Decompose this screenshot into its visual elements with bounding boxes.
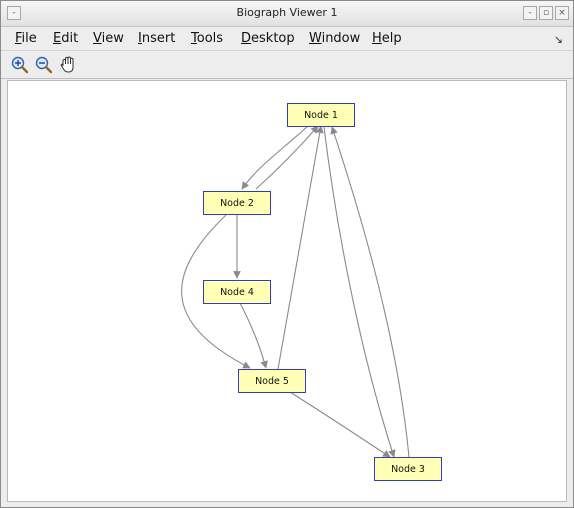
zoom-out-icon[interactable] — [34, 55, 54, 75]
graph-edges — [181, 125, 410, 458]
graph-node[interactable]: Node 1 — [287, 103, 355, 127]
window-menu-button[interactable]: - — [7, 6, 21, 20]
pan-hand-icon[interactable] — [58, 55, 78, 75]
zoom-in-icon[interactable] — [10, 55, 30, 75]
edge-node2-node5 — [181, 214, 251, 369]
graph-node[interactable]: Node 3 — [374, 457, 442, 481]
edge-node3-node1 — [330, 126, 410, 458]
close-button[interactable]: × — [555, 6, 569, 20]
menu-window[interactable]: Window — [309, 31, 361, 46]
menu-insert[interactable]: Insert — [138, 31, 176, 46]
edge-node1-node3 — [323, 126, 396, 458]
graph-node[interactable]: Node 4 — [203, 280, 271, 304]
minimize-button[interactable]: - — [523, 6, 537, 20]
menu-edit[interactable]: Edit — [53, 31, 79, 46]
graph-node[interactable]: Node 2 — [203, 191, 271, 215]
menu-view[interactable]: View — [93, 31, 124, 46]
graph-canvas[interactable]: Node 1 Node 2 Node 4 Node 5 Node 3 — [7, 80, 567, 502]
toolbar — [1, 51, 573, 79]
window-title: Biograph Viewer 1 — [236, 6, 338, 19]
edge-node5-node1 — [277, 125, 324, 370]
menu-tools[interactable]: Tools — [191, 31, 224, 46]
maximize-button[interactable]: ▫ — [539, 6, 553, 20]
menu-file[interactable]: File — [15, 31, 37, 46]
menu-desktop[interactable]: Desktop — [241, 31, 295, 46]
edge-node2-node1 — [255, 125, 319, 190]
edge-node4-node5 — [239, 302, 268, 369]
menu-help[interactable]: Help — [372, 31, 402, 46]
edge-node1-node2 — [241, 125, 309, 190]
title-bar[interactable]: - Biograph Viewer 1 - ▫ × — [1, 1, 573, 27]
edge-node5-node3 — [289, 391, 391, 458]
graph-node[interactable]: Node 5 — [238, 369, 306, 393]
dock-icon[interactable]: ↘ — [553, 33, 563, 46]
menu-bar: File Edit View Insert Tools Desktop Wind… — [1, 27, 573, 51]
